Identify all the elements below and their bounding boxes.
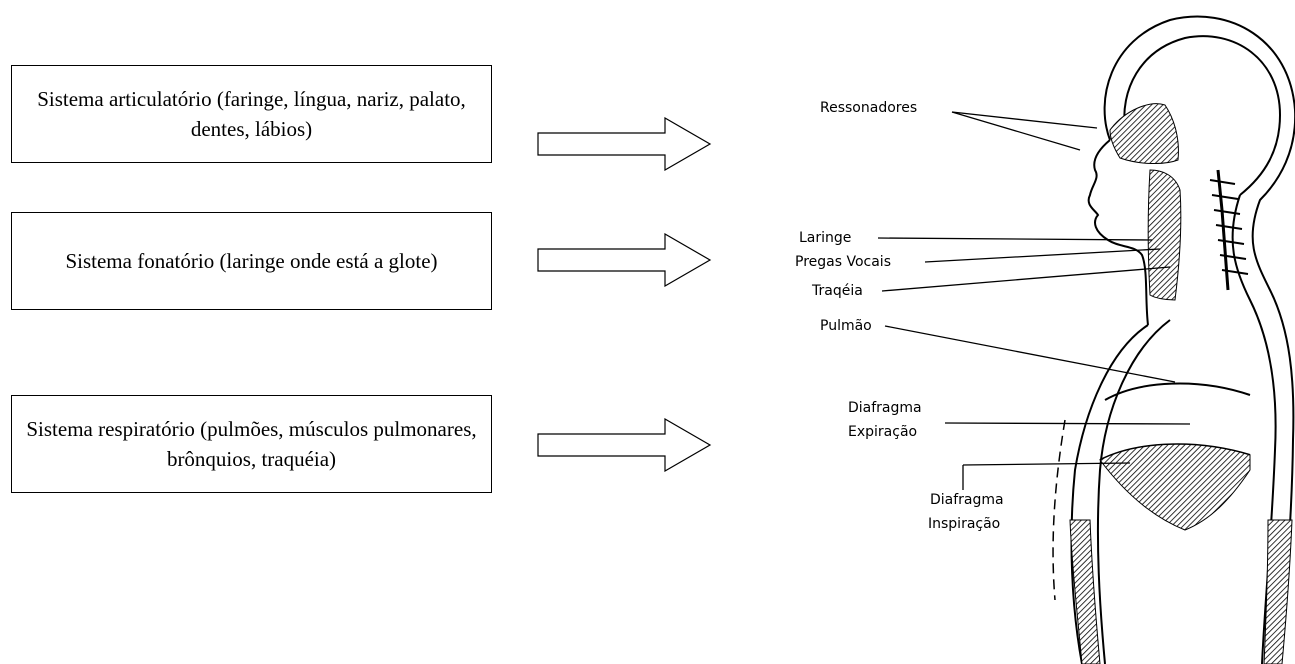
- label-diafragma-expiracao-2: Expiração: [848, 424, 917, 440]
- label-leaders: [877, 111, 1191, 490]
- label-laringe: Laringe: [799, 230, 851, 246]
- label-ressonadores: Ressonadores: [820, 100, 917, 116]
- vocal-tract-anatomy-diagram: Ressonadores Laringe Pregas Vocais Traqé…: [795, 15, 1295, 664]
- respiratory-system-box: Sistema respiratório (pulmões, músculos …: [11, 395, 492, 493]
- label-diafragma-inspiracao-2: Inspiração: [928, 516, 1000, 532]
- label-diafragma-inspiracao-1: Diafragma: [930, 492, 1004, 508]
- hatched-regions: [1069, 103, 1293, 664]
- articulatory-system-box: Sistema articulatório (faringe, língua, …: [11, 65, 492, 163]
- label-diafragma-expiracao-1: Diafragma: [848, 400, 922, 416]
- right-arrow-icon: [537, 117, 712, 171]
- label-pregas-vocais: Pregas Vocais: [795, 254, 891, 270]
- right-arrow-icon: [537, 233, 712, 287]
- label-pulmao: Pulmão: [820, 318, 872, 334]
- label-traqueia: Traqéia: [811, 283, 863, 299]
- respiratory-system-text: Sistema respiratório (pulmões, músculos …: [26, 417, 477, 471]
- phonatory-system-text: Sistema fonatório (laringe onde está a g…: [65, 249, 438, 273]
- articulatory-system-text: Sistema articulatório (faringe, língua, …: [37, 87, 466, 141]
- phonatory-system-box: Sistema fonatório (laringe onde está a g…: [11, 212, 492, 310]
- right-arrow-icon: [537, 418, 712, 472]
